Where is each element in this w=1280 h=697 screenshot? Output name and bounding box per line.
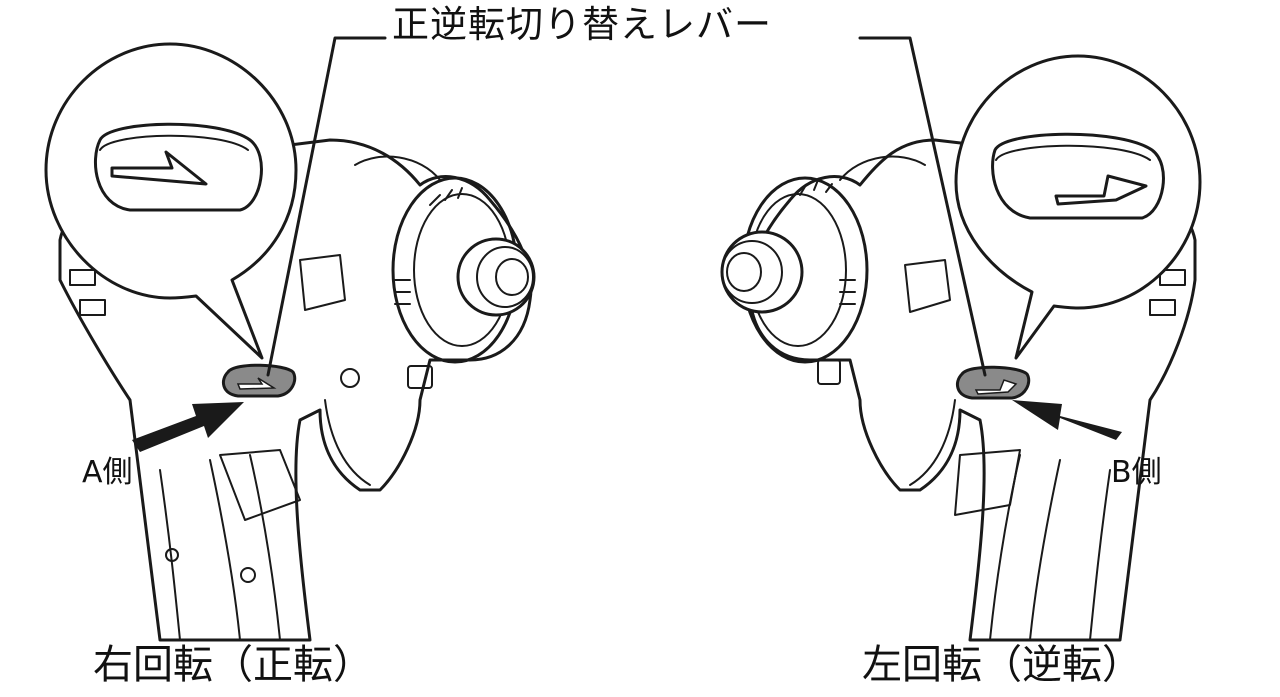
left-tool-grip-line-3 bbox=[249, 454, 281, 641]
right-tool-led bbox=[817, 359, 841, 385]
left-tool-detail-3 bbox=[394, 279, 411, 305]
push-arrow-b bbox=[1012, 400, 1122, 440]
left-tool-grip-line-1 bbox=[159, 469, 181, 641]
right-balloon-arrow-icon bbox=[1054, 174, 1148, 206]
left-tool-screw-2 bbox=[165, 548, 179, 562]
caption-reverse-rotation: 左回転（逆転） bbox=[862, 642, 1142, 688]
right-tool-grip-line-1 bbox=[1089, 469, 1111, 641]
leader-line-right bbox=[858, 36, 987, 377]
lever-leader-lines bbox=[266, 36, 987, 377]
left-tool-lever-arrow-mark bbox=[236, 377, 277, 390]
right-balloon-lever-top bbox=[995, 144, 1151, 161]
left-tool-screw-1 bbox=[340, 368, 360, 388]
right-tool-detail-2 bbox=[904, 259, 951, 313]
reversing-lever-label: 正逆転切り替えレバー bbox=[392, 3, 772, 46]
leader-line-left bbox=[266, 36, 387, 377]
left-tool-detail-1 bbox=[354, 155, 441, 181]
left-balloon-arrow-icon bbox=[110, 150, 208, 186]
push-arrow-a bbox=[132, 402, 244, 452]
left-tool-detail-2 bbox=[299, 254, 346, 311]
right-tool-lever-arrow-mark bbox=[974, 379, 1018, 395]
right-tool-vent bbox=[1149, 269, 1186, 316]
left-tool-trigger bbox=[324, 399, 371, 486]
left-balloon-lever-shape bbox=[93, 122, 263, 212]
left-tool-anvil-mid bbox=[476, 246, 534, 308]
right-tool-detail-1 bbox=[839, 155, 926, 181]
right-tool-detail-4 bbox=[799, 179, 833, 196]
right-balloon-lever-shape bbox=[991, 132, 1165, 220]
right-tool-detail-3 bbox=[839, 279, 856, 305]
left-tool-anvil-inner bbox=[495, 258, 529, 296]
right-tool-anvil-inner bbox=[726, 252, 762, 292]
left-tool-led bbox=[407, 365, 433, 389]
left-zoom-balloon bbox=[44, 42, 298, 360]
right-tool-trigger bbox=[909, 399, 956, 486]
right-tool-grip-panel bbox=[954, 449, 1021, 516]
left-tool-grip-panel bbox=[219, 449, 301, 521]
right-tool-reversing-lever bbox=[955, 365, 1031, 400]
left-balloon-lever-top bbox=[99, 134, 249, 151]
right-tool-grip-line-3 bbox=[989, 454, 1021, 641]
right-tool-illustration bbox=[720, 54, 1202, 642]
side-b-label: B側 bbox=[1111, 455, 1162, 490]
left-tool-detail-4 bbox=[429, 187, 463, 206]
left-tool-screw-3 bbox=[240, 567, 256, 583]
left-tool-vent bbox=[69, 269, 106, 316]
left-tool-body-outline bbox=[58, 138, 533, 642]
left-tool-grip-line-2 bbox=[209, 459, 241, 641]
right-tool-grip-line-2 bbox=[1029, 459, 1061, 641]
right-tool-anvil-mid bbox=[721, 240, 783, 304]
caption-forward-rotation: 右回転（正転） bbox=[93, 642, 373, 688]
right-zoom-balloon bbox=[954, 54, 1202, 360]
side-a-label: A側 bbox=[82, 455, 133, 490]
left-tool-illustration bbox=[44, 42, 536, 642]
